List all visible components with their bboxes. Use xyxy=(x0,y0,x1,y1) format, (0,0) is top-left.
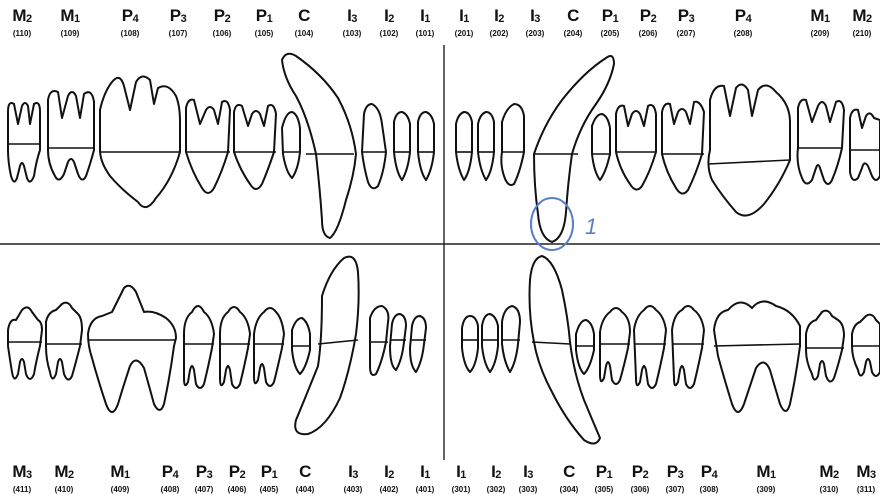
tooth-label-411: M3(411) xyxy=(12,462,32,494)
upper-right-quadrant xyxy=(7,52,435,239)
tooth-301[interactable] xyxy=(461,315,479,373)
tooth-310[interactable] xyxy=(805,309,845,383)
tooth-403[interactable] xyxy=(369,305,390,376)
tooth-label-410: M2(410) xyxy=(54,462,74,494)
tooth-label-202: I2(202) xyxy=(489,6,509,38)
tooth-label-105: P1(105) xyxy=(254,6,274,38)
lower-left-quadrant xyxy=(461,255,880,445)
tooth-306[interactable] xyxy=(599,307,631,385)
tooth-406[interactable] xyxy=(253,307,285,387)
tooth-label-407: P3(407) xyxy=(194,462,214,494)
lower-tooth-labels: M3(411) M2(410) M1(409) P4(408) P3(407) … xyxy=(0,462,880,502)
tooth-209[interactable] xyxy=(796,98,845,185)
tooth-label-104: C(104) xyxy=(294,6,314,38)
tooth-label-103: I3(103) xyxy=(342,6,362,38)
tooth-label-207: P3(207) xyxy=(676,6,696,38)
tooth-207[interactable] xyxy=(661,100,705,195)
tooth-405[interactable] xyxy=(291,317,311,375)
tooth-label-209: M1(209) xyxy=(810,6,830,38)
tooth-106[interactable] xyxy=(233,103,277,190)
tooth-label-409: M1(409) xyxy=(110,462,130,494)
tooth-404[interactable] xyxy=(294,255,360,436)
tooth-304[interactable] xyxy=(528,255,601,445)
tooth-label-309: M1(309) xyxy=(756,462,776,494)
tooth-label-106: P2(106) xyxy=(212,6,232,38)
tooth-305[interactable] xyxy=(575,319,595,375)
tooth-303[interactable] xyxy=(501,305,521,373)
tooth-210[interactable] xyxy=(849,108,880,181)
tooth-label-405: P1(405) xyxy=(259,462,279,494)
tooth-label-402: I2(402) xyxy=(379,462,399,494)
tooth-104[interactable] xyxy=(281,52,357,239)
tooth-label-109: M1(109) xyxy=(60,6,80,38)
tooth-label-403: I3(403) xyxy=(343,462,363,494)
tooth-label-203: I3(203) xyxy=(525,6,545,38)
tooth-label-408: P4(408) xyxy=(160,462,180,494)
tooth-103[interactable] xyxy=(361,103,387,190)
tooth-101[interactable] xyxy=(417,111,435,181)
tooth-410[interactable] xyxy=(45,301,83,381)
tooth-label-304: C(304) xyxy=(559,462,579,494)
tooth-203[interactable] xyxy=(500,103,525,186)
tooth-label-310: M2(310) xyxy=(819,462,839,494)
tooth-308[interactable] xyxy=(671,305,705,389)
tooth-311[interactable] xyxy=(851,313,880,377)
tooth-label-307: P3(307) xyxy=(665,462,685,494)
tooth-label-110: M2(110) xyxy=(12,6,32,38)
tooth-label-210: M2(210) xyxy=(852,6,872,38)
tooth-label-311: M3(311) xyxy=(856,462,876,494)
annotation-label: 1 xyxy=(585,214,597,239)
tooth-107[interactable] xyxy=(185,98,231,194)
tooth-label-303: I3(303) xyxy=(518,462,538,494)
tooth-408[interactable] xyxy=(183,305,215,389)
tooth-label-308: P4(308) xyxy=(699,462,719,494)
tooth-label-206: P2(206) xyxy=(638,6,658,38)
tooth-label-302: I2(302) xyxy=(486,462,506,494)
tooth-label-101: I1(101) xyxy=(415,6,435,38)
tooth-205[interactable] xyxy=(591,113,611,181)
tooth-label-102: I2(102) xyxy=(379,6,399,38)
tooth-201[interactable] xyxy=(455,111,473,181)
tooth-label-108: P4(108) xyxy=(120,6,140,38)
tooth-202[interactable] xyxy=(477,111,495,181)
upper-left-quadrant xyxy=(455,55,880,243)
tooth-309[interactable] xyxy=(713,300,801,413)
tooth-label-406: P2(406) xyxy=(227,462,247,494)
tooth-label-204: C(204) xyxy=(563,6,583,38)
tooth-402[interactable] xyxy=(389,313,407,371)
tooth-label-107: P3(107) xyxy=(168,6,188,38)
upper-tooth-labels: M2(110) M1(109) P4(108) P3(107) P2(106) … xyxy=(0,6,880,46)
annotation-marker: 1 xyxy=(530,197,597,251)
tooth-204[interactable] xyxy=(533,55,615,243)
lower-right-quadrant xyxy=(7,255,427,436)
tooth-409[interactable] xyxy=(87,284,177,413)
tooth-label-201: I1(201) xyxy=(454,6,474,38)
tooth-label-208: P4(208) xyxy=(733,6,753,38)
tooth-407[interactable] xyxy=(219,306,251,389)
tooth-105[interactable] xyxy=(281,111,301,179)
tooth-401[interactable] xyxy=(409,315,427,373)
tooth-206[interactable] xyxy=(615,104,657,191)
tooth-109[interactable] xyxy=(47,90,95,181)
tooth-label-205: P1(205) xyxy=(600,6,620,38)
tooth-label-401: I1(401) xyxy=(415,462,435,494)
tooth-208[interactable] xyxy=(707,83,791,217)
annotation-circle xyxy=(530,197,574,251)
tooth-label-305: P1(305) xyxy=(594,462,614,494)
tooth-307[interactable] xyxy=(633,305,667,389)
tooth-label-301: I1(301) xyxy=(451,462,471,494)
tooth-302[interactable] xyxy=(481,313,499,373)
tooth-110[interactable] xyxy=(7,102,41,183)
tooth-411[interactable] xyxy=(7,306,43,380)
tooth-label-404: C(404) xyxy=(295,462,315,494)
tooth-108[interactable] xyxy=(99,75,181,209)
tooth-102[interactable] xyxy=(393,111,411,181)
tooth-label-306: P2(306) xyxy=(630,462,650,494)
